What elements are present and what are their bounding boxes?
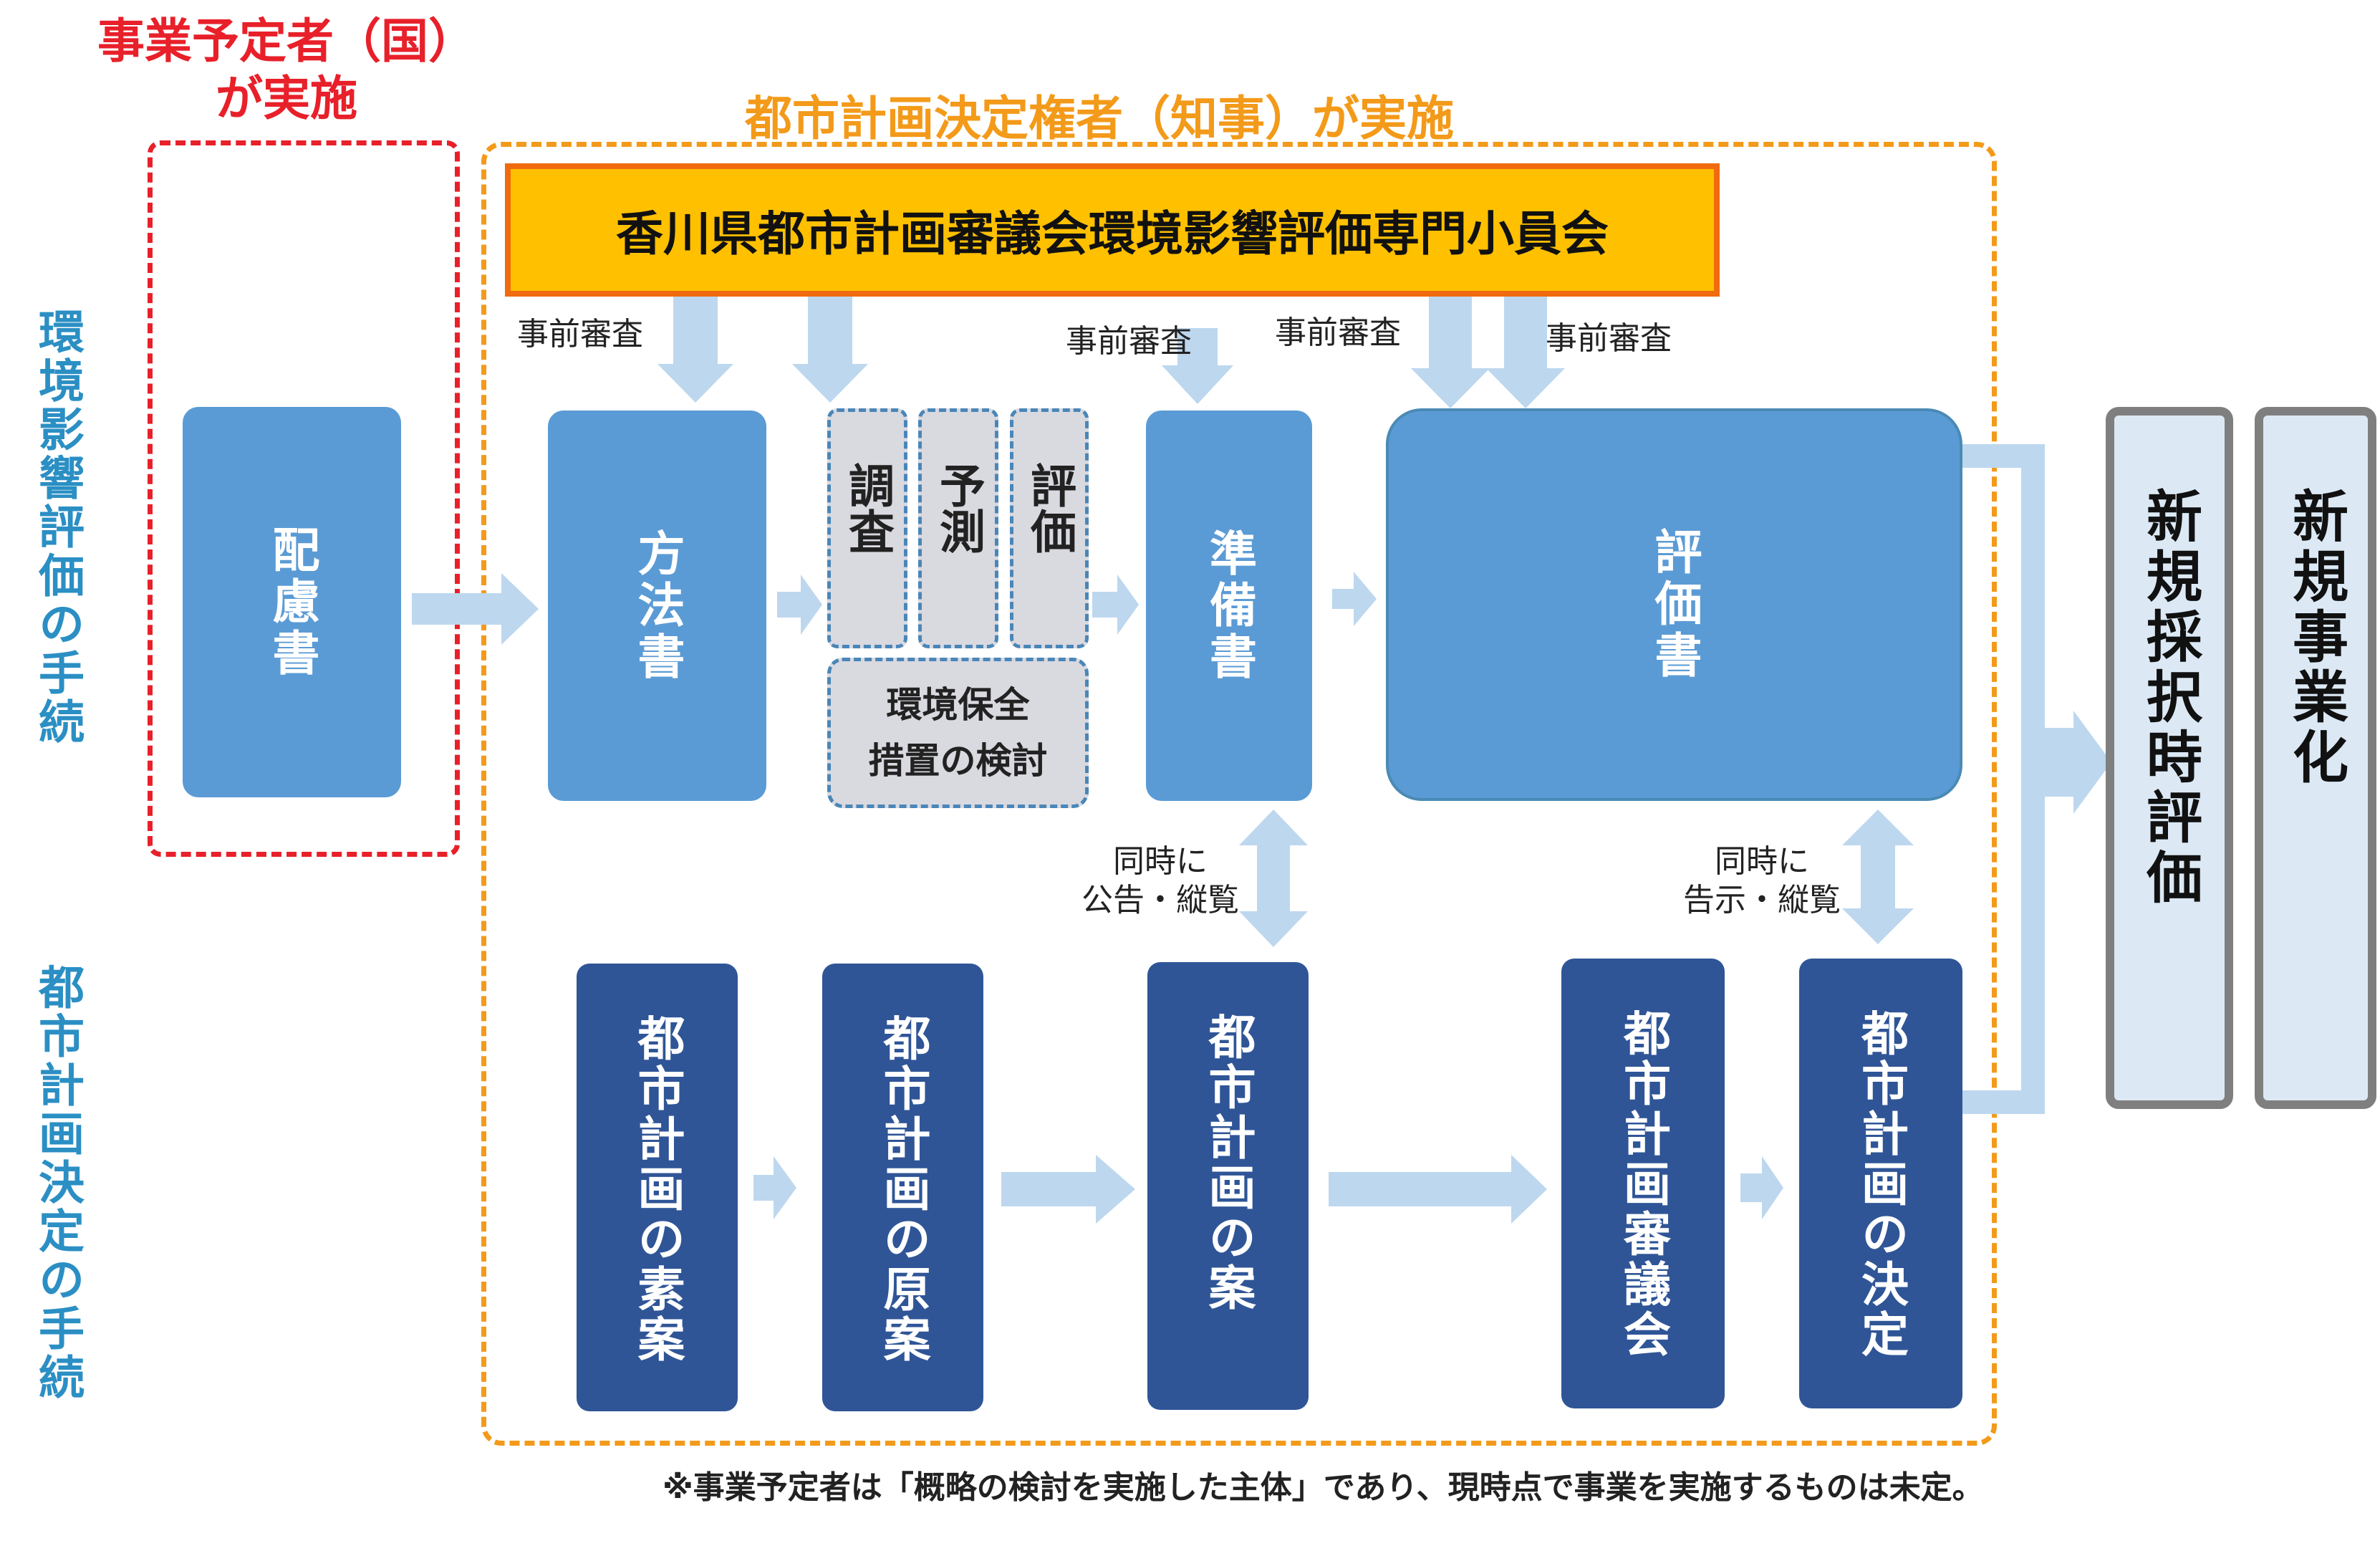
plan-step-decision: 都市計画の決定 xyxy=(1799,959,1962,1408)
arrow-draft-sync xyxy=(1239,810,1308,947)
arrow-final-sync xyxy=(1842,810,1914,944)
plan-step-council-label: 都市計画審議会 xyxy=(1616,1009,1671,1360)
prediction-box: 予測 xyxy=(918,408,998,648)
arrow-method-to-survey xyxy=(777,575,822,635)
final-sync-note: 同時に 告示・縦覧 xyxy=(1665,842,1859,920)
plan-step-outline-label: 都市計画の素案 xyxy=(630,1014,685,1365)
evaluation-small-label: 評価 xyxy=(1023,462,1076,554)
arrow-plan3-to-council xyxy=(1329,1155,1547,1224)
authority-frame xyxy=(481,142,1997,1446)
plan-step-proposal-label: 都市計画の案 xyxy=(1200,1012,1256,1313)
draft-label: 準備書 xyxy=(1202,528,1257,683)
plan-step-decision-label: 都市計画の決定 xyxy=(1854,1009,1909,1360)
arrow-plan2-to-plan3 xyxy=(1001,1155,1135,1224)
arrow-draft-to-final xyxy=(1332,572,1377,626)
consideration-label: 配慮書 xyxy=(264,524,320,680)
review-arrow-final-1 xyxy=(1411,297,1490,408)
review-note-method: 事前審査 xyxy=(517,316,643,352)
arrow-council-to-decision xyxy=(1740,1156,1783,1219)
new-project-box: 新規事業化 xyxy=(2255,407,2376,1109)
final-label: 評価書 xyxy=(1647,527,1702,682)
final-document: 評価書 xyxy=(1386,408,1962,801)
new-project-label: 新規事業化 xyxy=(2283,487,2348,788)
eia-procedure-label: 環境影響評価の手続 xyxy=(31,308,84,746)
plan-step-outline: 都市計画の素案 xyxy=(577,964,738,1411)
new-adoption-evaluation-label: 新規採択時評価 xyxy=(2137,487,2202,908)
committee-box: 香川県都市計画審議会環境影響評価専門小員会 xyxy=(505,163,1720,297)
footnote: ※事業予定者は「概略の検討を実施した主体」であり、現時点で事業を実施するものは未… xyxy=(663,1469,1984,1506)
conservation-line1: 環境保全 xyxy=(886,684,1030,726)
consideration-document: 配慮書 xyxy=(183,407,401,797)
method-document: 方法書 xyxy=(548,410,766,801)
survey-box: 調査 xyxy=(827,408,907,648)
draft-sync-note: 同時に 公告・縦覧 xyxy=(1064,842,1257,920)
review-note-final-2: 事前審査 xyxy=(1546,320,1672,357)
draft-sync-line1: 同時に xyxy=(1113,843,1208,880)
plan-step-original: 都市計画の原案 xyxy=(822,964,983,1411)
review-arrow-survey xyxy=(792,297,868,403)
conservation-line2: 措置の検討 xyxy=(868,740,1048,782)
review-arrow-draft xyxy=(1162,328,1233,404)
proponent-frame xyxy=(148,140,460,857)
method-label: 方法書 xyxy=(630,528,685,683)
draft-document: 準備書 xyxy=(1146,410,1312,801)
city-planning-procedure-label: 都市計画決定の手続 xyxy=(31,964,84,1402)
survey-label: 調査 xyxy=(841,462,894,554)
new-adoption-evaluation-box: 新規採択時評価 xyxy=(2106,407,2233,1109)
review-note-final-1: 事前審査 xyxy=(1275,314,1401,351)
evaluation-small-box: 評価 xyxy=(1010,408,1089,648)
authority-header: 都市計画決定権者（知事）が実施 xyxy=(745,91,1454,146)
draft-sync-line2: 公告・縦覧 xyxy=(1081,882,1239,918)
arrow-consideration-to-method xyxy=(412,573,539,645)
review-arrow-method xyxy=(657,297,733,403)
final-sync-line2: 告示・縦覧 xyxy=(1683,882,1841,918)
review-note-draft: 事前審査 xyxy=(1066,323,1192,360)
proponent-header-line2: が実施 xyxy=(216,71,357,126)
proponent-header: 事業予定者（国） が実施 xyxy=(72,13,501,128)
bracket-to-outcome xyxy=(1962,444,2111,1114)
final-sync-line1: 同時に xyxy=(1715,843,1809,880)
plan-step-original-label: 都市計画の原案 xyxy=(875,1014,931,1365)
plan-step-proposal: 都市計画の案 xyxy=(1147,962,1309,1410)
proponent-header-line1: 事業予定者（国） xyxy=(97,14,476,69)
prediction-label: 予測 xyxy=(932,462,985,554)
conservation-measures-box: 環境保全 措置の検討 xyxy=(827,658,1089,808)
plan-step-council: 都市計画審議会 xyxy=(1561,959,1725,1408)
arrow-survey-to-draft xyxy=(1092,575,1139,635)
arrow-plan1-to-plan2 xyxy=(753,1156,796,1219)
review-arrow-final-2 xyxy=(1486,297,1565,408)
